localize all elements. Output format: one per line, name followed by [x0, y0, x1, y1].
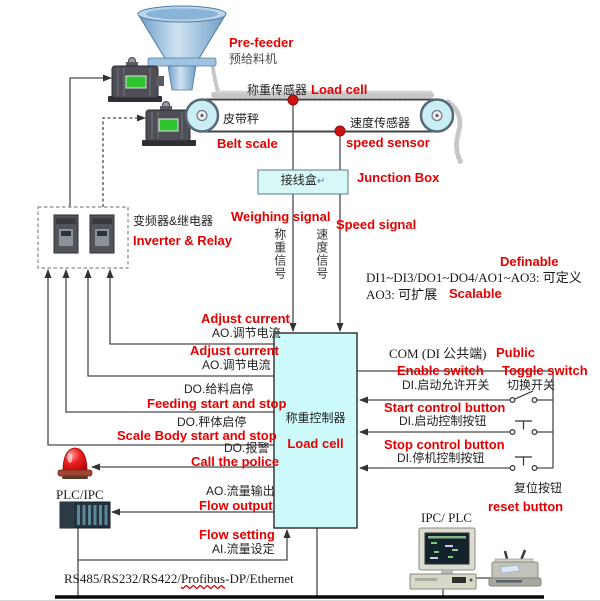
- label-scale-body-en: Scale Body start and stop: [117, 428, 277, 443]
- label-junction-en: Junction Box: [357, 170, 440, 185]
- alarm-beacon-icon: [57, 447, 93, 479]
- plc-module-icon: [59, 501, 111, 529]
- label-load-cell-zh: 称重传感器: [247, 83, 308, 97]
- label-reset-en: reset button: [488, 499, 564, 514]
- belt-motor-icon: [142, 101, 196, 146]
- vfd-icon: [53, 214, 79, 254]
- label-flow-output-en: Flow output: [199, 498, 273, 513]
- wire-adjust-current-2: [84, 269, 274, 377]
- label-alarm-zh: DO.报警: [224, 441, 270, 455]
- wire-com: [357, 370, 554, 468]
- wire-adjust-current-1: [106, 269, 274, 345]
- ipc-computer-icon: [409, 527, 477, 590]
- wire-scale-body-start-stop: [44, 269, 274, 446]
- printer-icon: [488, 549, 542, 587]
- wire-feeding-start-stop: [62, 269, 274, 413]
- label-enable-en: Enable switch: [397, 363, 484, 378]
- label-toggle-zh: 切换开关: [507, 378, 556, 392]
- label-stop-zh: DI.停机控制按钮: [397, 451, 485, 465]
- junction-box: [257, 169, 349, 195]
- label-flow-setting-en: Flow setting: [199, 527, 275, 542]
- label-definable-en: Definable: [500, 254, 559, 269]
- label-adjust-current-2-zh: AO.调节电流: [202, 358, 271, 372]
- label-adjust-current-2-en: Adjust current: [190, 343, 279, 358]
- label-weighing-signal-zh: 称重信号: [272, 228, 287, 280]
- label-controller-zh: 称重控制器: [285, 411, 346, 425]
- label-speed-signal-en: Speed signal: [336, 217, 417, 232]
- label-flow-setting-zh: AI.流量设定: [212, 542, 275, 556]
- speed-sensor-dot: [334, 125, 346, 137]
- label-belt-scale-zh: 皮带秤: [223, 112, 260, 126]
- wiring: [44, 74, 554, 597]
- left-pulley-icon: [184, 98, 220, 133]
- label-start-en: Start control button: [384, 400, 506, 415]
- return-mark: ↵: [316, 176, 326, 187]
- prefeeder-motor-icon: [108, 57, 164, 102]
- start-button-symbol: [509, 420, 538, 436]
- label-scale-body-zh: DO.秤体启停: [177, 415, 247, 429]
- label-start-zh: DI.启动控制按钮: [399, 414, 487, 428]
- toggle-switch-symbol: [509, 390, 538, 404]
- label-load-cell-en: Load cell: [311, 82, 368, 97]
- bus-profibus-word: Profibus: [181, 571, 226, 586]
- label-scalable-en: Scalable: [449, 286, 502, 301]
- label-toggle-en: Toggle switch: [502, 363, 588, 378]
- hopper-icon: [137, 5, 227, 91]
- wire-inverter-to-prefeeder-motor: [69, 74, 112, 207]
- label-adjust-current-1-en: Adjust current: [201, 311, 290, 326]
- label-io-spec-1: DI1~DI3/DO1~DO4/AO1~AO3: 可定义: [366, 270, 582, 285]
- label-io-spec-2: AO3: 可扩展: [366, 287, 438, 302]
- label-inverter-zh: 变频器&继电器: [133, 214, 214, 228]
- material-texture: [210, 60, 464, 166]
- load-cell-dot: [287, 94, 299, 106]
- label-feeding-en: Feeding start and stop: [147, 396, 287, 411]
- label-enable-zh: DI.启动允许开关: [402, 378, 490, 392]
- label-public-en: Public: [496, 345, 536, 360]
- label-weighing-signal-en: Weighing signal: [231, 209, 331, 224]
- label-speed-signal-zh: 速度信号: [314, 228, 329, 280]
- label-flow-output-zh: AO.流量输出: [206, 484, 275, 498]
- label-speed-sensor-en: speed sensor: [346, 135, 430, 150]
- label-plc-ipc: PLC/IPC: [56, 487, 104, 502]
- label-bus: RS485/RS232/RS422/Profibus-DP/Ethernet: [64, 571, 294, 586]
- label-belt-scale-en: Belt scale: [217, 136, 278, 151]
- label-ipc-plc: IPC/ PLC: [421, 510, 472, 525]
- label-pre-feeder-en: Pre-feeder: [229, 35, 294, 50]
- label-stop-en: Stop control button: [384, 437, 505, 452]
- label-com-zh: COM (DI 公共端): [389, 346, 487, 361]
- label-speed-sensor-zh: 速度传感器: [350, 116, 411, 130]
- label-adjust-current-1-zh: AO.调节电流: [212, 326, 281, 340]
- label-inverter-en: Inverter & Relay: [133, 233, 232, 248]
- wire-flow-setting: [77, 528, 291, 561]
- label-alarm-en: Call the police: [191, 454, 280, 469]
- label-reset-zh: 复位按钮: [514, 481, 563, 495]
- stop-button-symbol: [509, 456, 538, 472]
- belt-conveyor: [184, 94, 455, 137]
- label-feeding-zh: DO.给料启停: [184, 382, 254, 396]
- label-pre-feeder-zh: 预给料机: [229, 52, 278, 66]
- label-junction-zh: 接线盒↵: [280, 173, 326, 187]
- vfd-icon: [89, 214, 115, 254]
- right-pulley-icon: [419, 98, 455, 133]
- weighing-controller-box: [273, 332, 358, 529]
- label-controller-en: Load cell: [287, 436, 344, 451]
- inverter-relay-box: [37, 206, 129, 269]
- wire-inverter-to-belt-motor: [102, 114, 146, 207]
